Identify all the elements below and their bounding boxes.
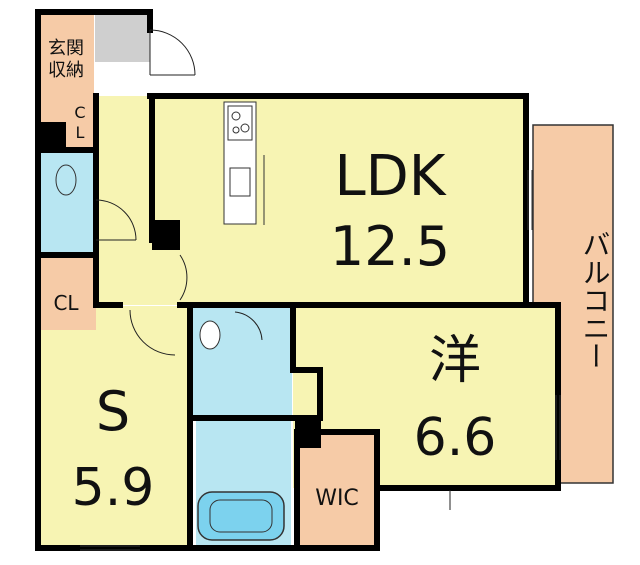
toilet bbox=[38, 150, 96, 255]
service-room-ext bbox=[120, 306, 190, 366]
kitchen-counter bbox=[223, 101, 265, 225]
ldk-name: LDK bbox=[334, 144, 446, 209]
ldk-room bbox=[152, 97, 526, 305]
closet-top-line2: L bbox=[76, 123, 85, 142]
entrance-storage-line2: 収納 bbox=[48, 60, 84, 81]
closet-left-label: CL bbox=[53, 291, 79, 315]
balcony-label: バルコニー bbox=[579, 230, 612, 370]
entrance-storage-line1: 玄関 bbox=[48, 38, 84, 59]
wic-label: WIC bbox=[315, 486, 359, 511]
closet-top bbox=[66, 98, 94, 148]
walls bbox=[35, 9, 561, 551]
ldk-size: 12.5 bbox=[330, 215, 450, 278]
wic-room bbox=[297, 432, 377, 547]
service-size: 5.9 bbox=[72, 458, 155, 518]
entrance-grey bbox=[95, 12, 150, 62]
western-size: 6.6 bbox=[414, 408, 497, 468]
western-name: 洋 bbox=[429, 331, 481, 391]
closet-left bbox=[38, 255, 96, 330]
hallway-lower bbox=[96, 255, 196, 305]
door-swings bbox=[95, 29, 451, 510]
windows bbox=[80, 170, 561, 551]
wall-posts bbox=[38, 122, 321, 448]
bathtub bbox=[197, 491, 285, 541]
toilet-bowl bbox=[55, 164, 77, 196]
washbasin bbox=[199, 320, 221, 350]
closet-top-line1: C bbox=[74, 103, 85, 122]
service-name: S bbox=[96, 380, 130, 443]
